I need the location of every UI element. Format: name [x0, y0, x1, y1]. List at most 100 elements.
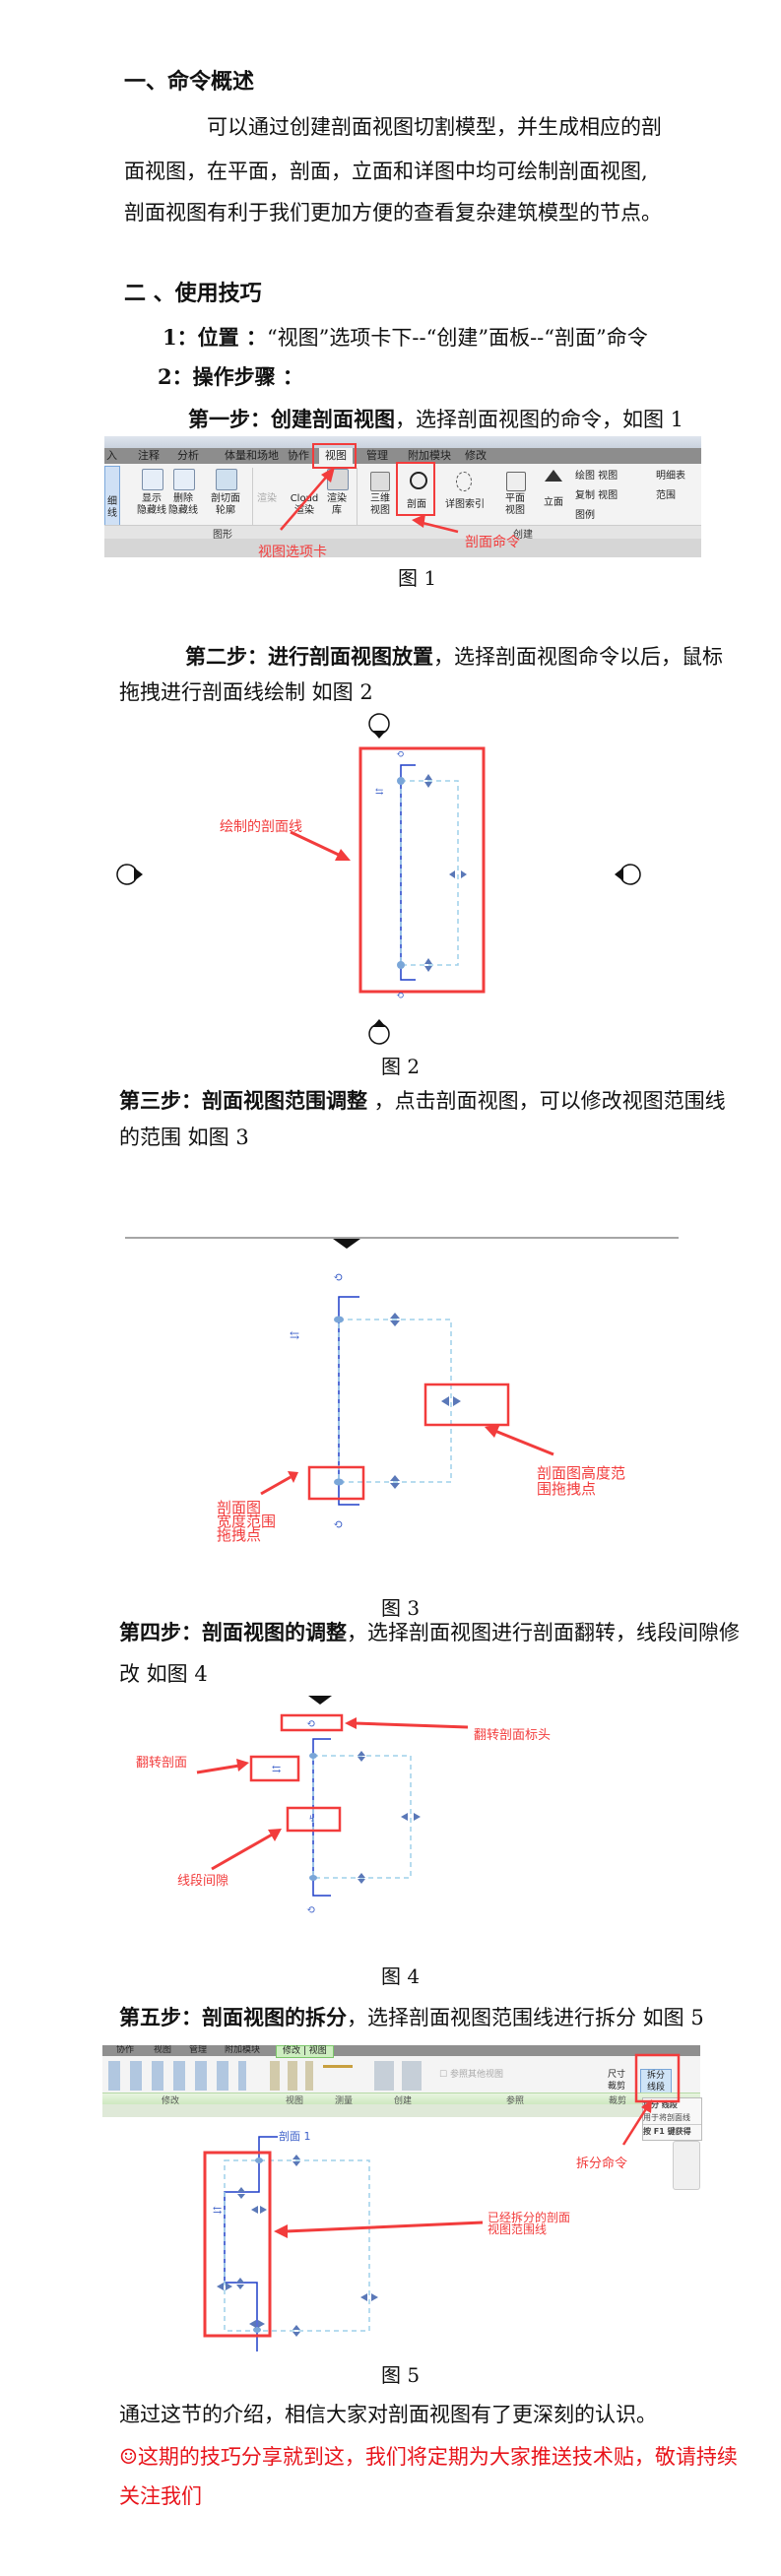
panel-label-modify: 修改	[162, 2096, 180, 2106]
cycle-head-icon: ⟲	[333, 1270, 343, 1284]
overview-paragraph-line: 剖面视图有利于我们更加方便的查看复杂建筑模型的节点。	[124, 201, 662, 225]
annotation-arrow	[196, 1764, 240, 1774]
duplicate-view-button[interactable]: 复制 视图	[575, 490, 618, 501]
render-gallery-button[interactable]: 渲染 库	[327, 493, 347, 516]
annotation-section-command: 剖面命令	[465, 535, 520, 550]
flip-section-icon: ⇆	[290, 1328, 299, 1342]
remove-hidden-lines-button[interactable]: 删除 隐藏线	[168, 493, 198, 516]
section-head-chevron-icon	[333, 1239, 360, 1249]
section-line	[312, 1738, 331, 1897]
annotation-arrow-head	[335, 849, 351, 861]
step4-text-line2: 改 如图 4	[119, 1662, 208, 1686]
plan-view-button[interactable]: 平面 视图	[505, 493, 525, 516]
tab-annotate[interactable]: 注释	[138, 449, 160, 462]
segment-drag-arrows-icon	[217, 2283, 232, 2290]
elevation-marker-left-icon	[116, 864, 143, 885]
section-button[interactable]: 剖面	[407, 499, 426, 510]
callout-button[interactable]: 详图索引	[445, 499, 485, 510]
ribbon-tab-bar: 入 注释 分析 体量和场地 协作 视图 管理 附加模块 修改	[104, 448, 701, 464]
location-label: 1：位置 ：	[163, 325, 267, 350]
thin-lines-button[interactable]: 细 线	[104, 466, 120, 527]
schedules-button[interactable]: 明细表	[656, 471, 685, 482]
size-crop-button[interactable]: 尺寸 裁剪	[607, 2070, 625, 2092]
figure-1-ribbon: 入 注释 分析 体量和场地 协作 视图 管理 附加模块 修改 细 线 显示 隐藏…	[104, 436, 701, 557]
section-endpoint-handle	[334, 1316, 344, 1323]
annotation-arrow	[211, 1832, 275, 1871]
location-text: “视图”选项卡下--“创建”面板--“剖面”命令	[266, 326, 648, 350]
annotation-view-tab: 视图选项卡	[258, 545, 327, 560]
cycle-head-icon: ⟲	[306, 1903, 315, 1916]
reference-other-view-checkbox[interactable]: ☐ 参照其他视图	[439, 2070, 503, 2080]
promo-text-line: ☺这期的技巧分享就到这，我们将定期为大家推送技术贴，敬请持续	[119, 2445, 738, 2469]
tab-addins[interactable]: 附加模块	[225, 2045, 261, 2055]
annotation-width-handle: 剖面图宽度范围拖拽点	[217, 1499, 277, 1544]
ribbon-tab-bar: 协作 视图 管理 附加模块 修改 | 视图	[102, 2045, 700, 2058]
panel-label-reference: 参照	[506, 2096, 525, 2106]
tab-manage[interactable]: 管理	[366, 449, 388, 462]
annotation-arrow	[285, 2221, 484, 2233]
closing-text: 通过这节的介绍，相信大家对剖面视图有了更深刻的认识。	[119, 2403, 657, 2426]
annotation-arrow-head	[641, 2099, 652, 2113]
split-command-highlight-box	[634, 2053, 681, 2103]
drafting-view-button[interactable]: 绘图 视图	[575, 471, 618, 482]
section-endpoint-handle	[397, 961, 405, 969]
tab-modify[interactable]: 修改	[465, 449, 487, 462]
step2-text: 第二步：进行剖面视图放置，选择剖面视图命令以后，鼠标	[185, 644, 723, 670]
elevation-marker-top-icon	[368, 713, 390, 739]
flip-section-icon: ⇆	[272, 1763, 281, 1775]
annotation-flip-head: 翻转剖面标头	[474, 1728, 552, 1743]
3d-view-button[interactable]: 三维 视图	[370, 493, 390, 516]
tab-manage[interactable]: 管理	[189, 2045, 208, 2055]
annotation-drawn-section-line: 绘制的剖面线	[220, 819, 302, 835]
annotation-arrow	[354, 1721, 469, 1729]
split-segment-tooltip: 拆分 线段用于将剖面线按 F1 键获得	[642, 2097, 702, 2141]
elevation-marker-right-icon	[615, 864, 641, 885]
figure-3-drawing: ⟲ ⟲ ⇆	[125, 1237, 679, 1531]
section-heading-overview: 一、命令概述	[124, 69, 255, 95]
view-tab-arrow	[280, 472, 331, 531]
annotation-flip-section: 翻转剖面	[136, 1756, 188, 1771]
section-endpoint-handle	[309, 1753, 317, 1759]
segment-drag-arrows-icon	[251, 2206, 267, 2214]
height-drag-arrows-icon	[358, 1751, 365, 1762]
tab-modify-view[interactable]: 修改 | 视图	[276, 2045, 334, 2058]
cut-profile-button[interactable]: 剖切面 轮廓	[211, 493, 240, 516]
section-command-arrow-head	[412, 514, 425, 528]
section-endpoint-handle	[397, 777, 405, 785]
tab-addins[interactable]: 附加模块	[408, 449, 451, 462]
tab-collaborate[interactable]: 协作	[116, 2045, 135, 2055]
annotation-height-handle: 剖面图高度范围拖拽点	[537, 1464, 626, 1498]
figure-5-ribbon: 协作 视图 管理 附加模块 修改 | 视图 ☐ 参照其他视图 尺寸 裁剪 拆分 …	[102, 2045, 700, 2117]
legends-button[interactable]: 图例	[575, 510, 595, 521]
panel-label-create: 创建	[513, 530, 533, 541]
section-endpoint-handle	[253, 2327, 261, 2333]
elevation-button[interactable]: 立面	[544, 497, 563, 508]
plan-view-icon	[506, 472, 526, 491]
tab-view[interactable]: 视图	[319, 448, 353, 464]
annotation-arrow-head	[236, 1759, 249, 1771]
tab-massing[interactable]: 体量和场地	[225, 449, 279, 462]
annotation-arrow-head	[274, 2224, 288, 2238]
navigation-bar[interactable]	[673, 2141, 700, 2190]
panel-label-row: 图形 创建	[104, 525, 701, 541]
width-drag-arrows-icon	[449, 870, 467, 878]
steps-label: 2：操作步骤 ：	[158, 364, 303, 389]
show-hidden-lines-button[interactable]: 显示 隐藏线	[137, 493, 166, 516]
tab-collaborate[interactable]: 协作	[288, 449, 309, 462]
render-button[interactable]: 渲染	[257, 493, 277, 504]
section-endpoint-handle	[334, 1478, 344, 1486]
figure-4-drawing: ⟲ ⟲ ⇆ ↯	[196, 1696, 469, 1916]
section-endpoint-handle	[255, 2157, 263, 2163]
annotation-arrow-head	[288, 1471, 298, 1483]
panel-label-crop: 裁剪	[609, 2096, 627, 2106]
step3-text-line2: 的范围 如图 3	[119, 1126, 249, 1149]
scope-box-button[interactable]: 范围	[656, 490, 676, 501]
overview-paragraph-line: 可以通过创建剖面视图切割模型，并生成相应的剖	[207, 115, 662, 139]
tab-insert[interactable]: 入	[106, 449, 117, 462]
cloud-render-button[interactable]: Cloud 渲染	[290, 493, 319, 516]
quick-access-toolbar	[104, 436, 701, 448]
split-segment-button[interactable]: 拆分 线段	[640, 2069, 672, 2094]
annotation-arrow-head	[268, 1829, 282, 1841]
tab-analyze[interactable]: 分析	[177, 449, 199, 462]
tab-view[interactable]: 视图	[154, 2045, 172, 2055]
